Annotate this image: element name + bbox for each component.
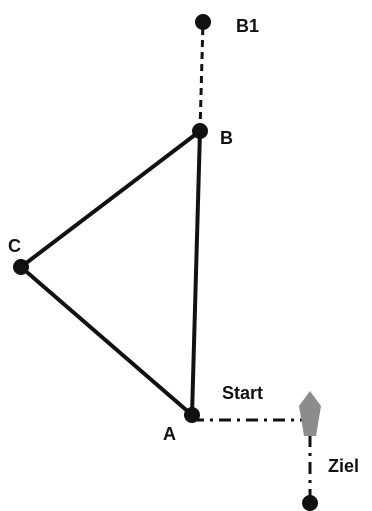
label-b: B (220, 128, 233, 148)
vertex-b (192, 123, 208, 139)
label-c: C (8, 236, 21, 256)
vertex-c (13, 259, 29, 275)
label-start: Start (222, 383, 263, 403)
vertex-b1 (195, 14, 211, 30)
position-marker-icon (299, 391, 321, 436)
extension-line-b-b1 (198, 21, 205, 132)
label-ziel: Ziel (328, 456, 359, 476)
label-a: A (163, 424, 176, 444)
side-c-a (19, 265, 194, 417)
vertex-ziel (302, 495, 318, 511)
side-a-b (190, 129, 202, 417)
label-b1: B1 (236, 16, 259, 36)
vertex-a (184, 407, 200, 423)
side-b-c (19, 129, 202, 269)
